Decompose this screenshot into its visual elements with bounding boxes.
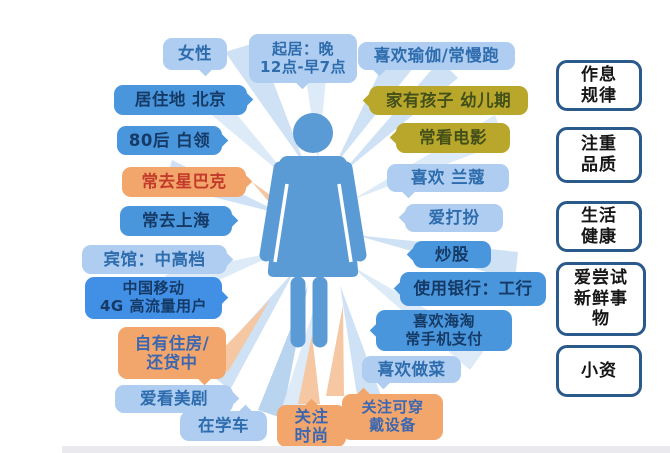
tag-housing: 自有住房/ 还贷中 — [118, 327, 226, 379]
tag-residence: 居住地 北京 — [114, 85, 247, 115]
tag-mobile-carrier: 中国移动 4G 高流量用户 — [85, 277, 222, 319]
tag-driving-lessons: 在学车 — [180, 411, 267, 441]
tag-hotel: 宾馆：中高档 — [82, 245, 227, 274]
tag-children: 家有孩子 幼儿期 — [369, 86, 528, 115]
tag-dressup: 爱打扮 — [405, 204, 503, 232]
tag-bank: 使用银行：工行 — [400, 272, 546, 306]
tag-fashion: 关注 时尚 — [277, 405, 346, 447]
tag-routine: 起居：晚 12点-早7点 — [249, 34, 357, 83]
trait-box-regular-routine: 作息 规律 — [556, 60, 642, 111]
page-bottom-edge — [62, 446, 670, 453]
tag-overseas-shopping: 喜欢海淘 常手机支付 — [376, 310, 512, 351]
tag-yoga-jogging: 喜欢瑜伽/常慢跑 — [358, 42, 515, 70]
tag-gender: 女性 — [163, 38, 227, 70]
tag-stocks: 炒股 — [413, 241, 491, 268]
trait-box-novelty-seeker: 爱尝试 新鲜事 物 — [556, 262, 646, 336]
tag-wearables: 关注可穿 戴设备 — [342, 394, 443, 440]
female-silhouette-icon — [259, 113, 367, 348]
trait-box-quality-focused: 注重 品质 — [556, 127, 642, 183]
tag-movies: 常看电影 — [396, 123, 510, 153]
tag-us-drama: 爱看美剧 — [115, 385, 233, 413]
trait-box-petit-bourgeois: 小资 — [556, 345, 642, 397]
tag-shanghai: 常去上海 — [120, 206, 232, 236]
trait-box-healthy-life: 生活 健康 — [556, 201, 642, 252]
tag-starbucks: 常去星巴克 — [122, 167, 246, 197]
tag-cooking: 喜欢做菜 — [362, 356, 461, 383]
tag-lancome: 喜欢 兰蔻 — [387, 164, 509, 192]
tag-occupation: 80后 白领 — [117, 126, 222, 155]
